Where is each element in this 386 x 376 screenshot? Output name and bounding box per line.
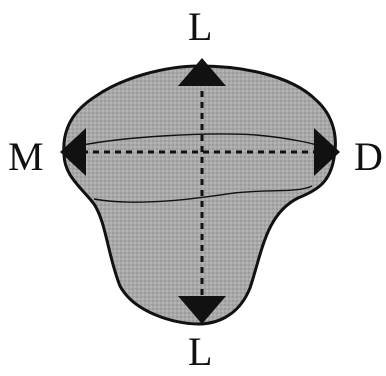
label-bottom: L [188, 332, 212, 372]
label-top: L [188, 7, 212, 47]
tooth-outline-shape [64, 66, 336, 324]
label-left: M [8, 137, 44, 177]
label-right: D [354, 137, 383, 177]
